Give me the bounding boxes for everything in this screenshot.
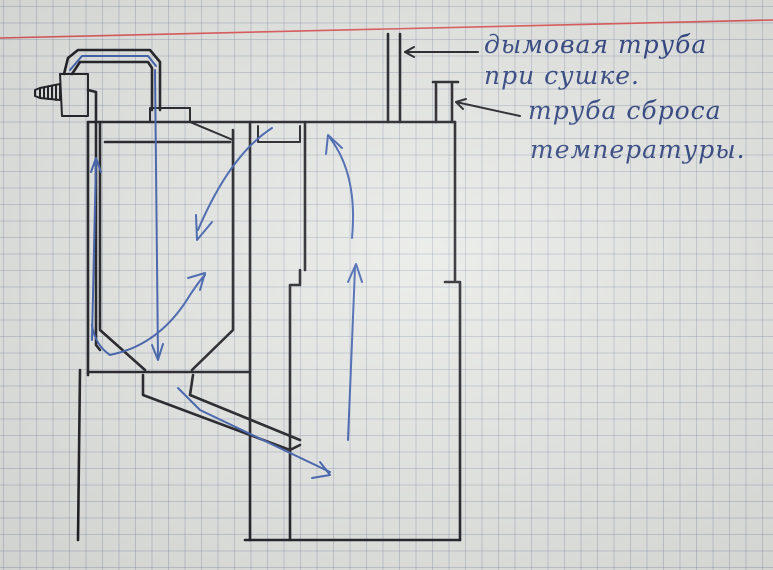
flow-arrow-chute xyxy=(177,387,331,479)
chimney-leader-arrow xyxy=(404,46,479,58)
fan-motor xyxy=(34,73,89,117)
chimney-pipe xyxy=(386,32,402,124)
left-outer-housing xyxy=(76,120,252,542)
relief-label-line-2: температуры. xyxy=(530,135,746,164)
connecting-bridge xyxy=(86,120,457,143)
relief-pipe xyxy=(431,80,460,124)
discharge-chute xyxy=(141,373,302,452)
right-column xyxy=(243,120,462,542)
cyclone-body xyxy=(98,107,235,372)
air-duct xyxy=(62,48,162,352)
flow-arrow-swirl xyxy=(91,272,206,356)
relief-label-line-1: труба сброса xyxy=(528,96,722,125)
chimney-label-line-1: дымовая труба xyxy=(484,30,708,59)
flow-arrow-down-center xyxy=(151,69,164,361)
chimney-label-line-2: при сушке. xyxy=(484,61,641,90)
flow-arrow-up-left xyxy=(90,157,102,341)
red-margin-line xyxy=(0,19,773,39)
relief-leader-arrow xyxy=(455,98,521,117)
flow-arrow-duct-top xyxy=(69,55,157,71)
flow-arrow-right-up xyxy=(347,263,363,441)
flow-arrow-cross xyxy=(195,127,273,241)
flow-arrow-right-arc xyxy=(325,134,355,239)
